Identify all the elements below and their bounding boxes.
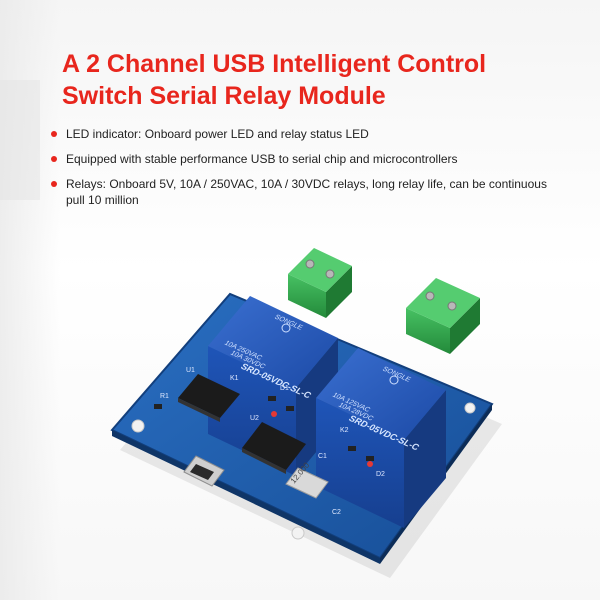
screw-terminal-k1 xyxy=(288,248,352,318)
pcb-edge xyxy=(112,430,380,564)
mounting-hole xyxy=(131,419,145,433)
feature-text: Equipped with stable performance USB to … xyxy=(66,152,458,166)
screw-terminal-k2 xyxy=(406,278,480,354)
feature-text: Relays: Onboard 5V, 10A / 250VAC, 10A / … xyxy=(66,177,547,207)
screw-icon xyxy=(447,301,457,311)
relay-status-led xyxy=(271,411,277,417)
product-title: A 2 Channel USB Intelligent Control Swit… xyxy=(62,48,592,112)
resistor xyxy=(286,406,294,411)
pcb-label: U1 xyxy=(186,367,195,374)
ul-certification-icon xyxy=(389,375,399,385)
feature-item-relays: Relays: Onboard 5V, 10A / 250VAC, 10A / … xyxy=(46,176,566,208)
mounting-hole xyxy=(291,526,305,540)
red-dot-bullet-icon xyxy=(51,181,57,187)
microcontroller-chip xyxy=(242,422,306,474)
feature-list: LED indicator: Onboard power LED and rel… xyxy=(46,126,566,217)
ul-certification-icon xyxy=(281,323,291,333)
relay-module-photo: 10A 250VAC 10A 30VDC SONGLE SRD-05VDC-SL… xyxy=(90,218,510,578)
feature-item-usb: Equipped with stable performance USB to … xyxy=(46,151,566,167)
pcb-label: C1 xyxy=(318,453,327,460)
relay-k2: 10A 125VAC 10A 28VDC SONGLE SRD-05VDC-SL… xyxy=(316,348,446,528)
pcb-label: R1 xyxy=(160,393,169,400)
pcb-label: D2 xyxy=(376,471,385,478)
product-title-line-2: Switch Serial Relay Module xyxy=(62,82,386,110)
pcb-label: K1 xyxy=(230,375,239,382)
resistor xyxy=(348,446,356,451)
red-dot-bullet-icon xyxy=(51,131,57,137)
pcb-label: C2 xyxy=(332,509,341,516)
background-shade-block xyxy=(0,80,40,200)
pcb-label: U2 xyxy=(250,415,259,422)
usb-serial-chip xyxy=(178,374,240,422)
mounting-hole xyxy=(464,402,476,414)
relay-status-led xyxy=(367,461,373,467)
power-led xyxy=(154,404,162,409)
product-title-line-1: A 2 Channel USB Intelligent Control xyxy=(62,50,487,78)
pcb-label: K2 xyxy=(340,427,349,434)
relay-module-illustration: 10A 250VAC 10A 30VDC SONGLE SRD-05VDC-SL… xyxy=(110,248,502,578)
red-dot-bullet-icon xyxy=(51,156,57,162)
feature-text: LED indicator: Onboard power LED and rel… xyxy=(66,127,369,141)
screw-icon xyxy=(305,259,315,269)
resistor xyxy=(366,456,374,461)
feature-item-led: LED indicator: Onboard power LED and rel… xyxy=(46,126,566,142)
micro-usb-port xyxy=(183,455,225,487)
resistor xyxy=(268,396,276,401)
pcb-label: D1 xyxy=(280,385,289,392)
screw-icon xyxy=(325,269,335,279)
screw-icon xyxy=(425,291,435,301)
